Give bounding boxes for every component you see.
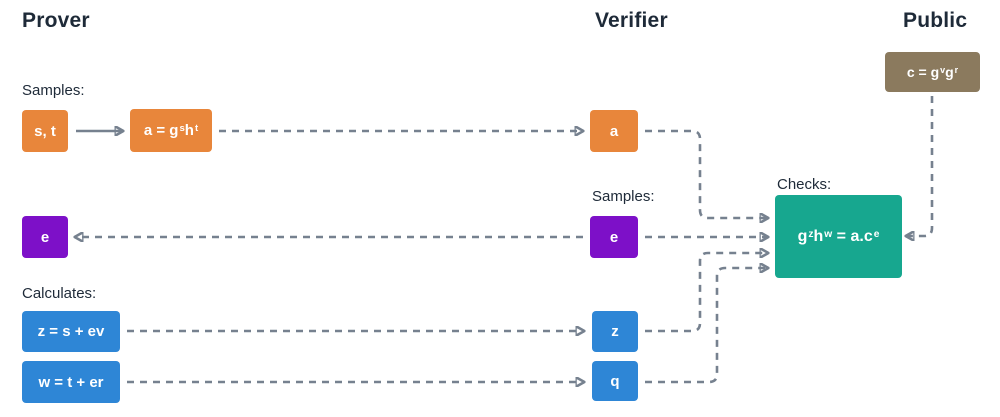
- box-prover-sample-values-text: s, t: [34, 122, 56, 140]
- label-verifier-samples: Samples:: [592, 188, 655, 205]
- box-verifier-q-text: q: [610, 372, 620, 390]
- box-verifier-a-text: a: [609, 122, 619, 140]
- box-prover-calc-w-text: w = t + er: [38, 373, 104, 391]
- box-prover-calc-w: w = t + er: [22, 361, 120, 403]
- box-prover-calc-z-text: z = s + ev: [37, 323, 105, 340]
- arrow-verifier-q-to-checks: [645, 268, 768, 384]
- label-prover-samples: Samples:: [22, 82, 85, 99]
- box-prover-challenge: e: [22, 216, 68, 258]
- heading-prover: Prover: [22, 9, 90, 32]
- arrow-public-c-to-checks: [906, 96, 934, 236]
- heading-verifier: Verifier: [595, 9, 668, 32]
- box-prover-sample-values: s, t: [22, 110, 68, 152]
- box-prover-commitment-formula: a = gsht: [143, 122, 199, 139]
- box-prover-calc-z: z = s + ev: [22, 311, 120, 352]
- arrow-verifier-a-to-checks: [645, 129, 768, 218]
- box-checks-equation-formula: gzhw = a.ce: [797, 227, 880, 245]
- heading-public: Public: [903, 9, 968, 32]
- box-public-commitment: c = gvgr: [885, 52, 980, 92]
- box-verifier-a: a: [590, 110, 638, 152]
- box-verifier-q: q: [592, 361, 638, 401]
- box-verifier-e: e: [590, 216, 638, 258]
- box-checks-equation: gzhw = a.ce: [775, 195, 902, 278]
- label-prover-calculates: Calculates:: [22, 285, 97, 302]
- box-verifier-z: z: [592, 311, 638, 352]
- box-prover-challenge-text: e: [40, 228, 50, 246]
- box-verifier-e-text: e: [609, 228, 619, 246]
- arrow-verifier-z-to-checks: [645, 253, 768, 333]
- box-prover-commitment: a = gsht: [130, 109, 212, 152]
- box-public-commitment-formula: c = gvgr: [906, 64, 959, 80]
- label-checks: Checks:: [777, 176, 832, 193]
- box-verifier-z-text: z: [611, 323, 619, 340]
